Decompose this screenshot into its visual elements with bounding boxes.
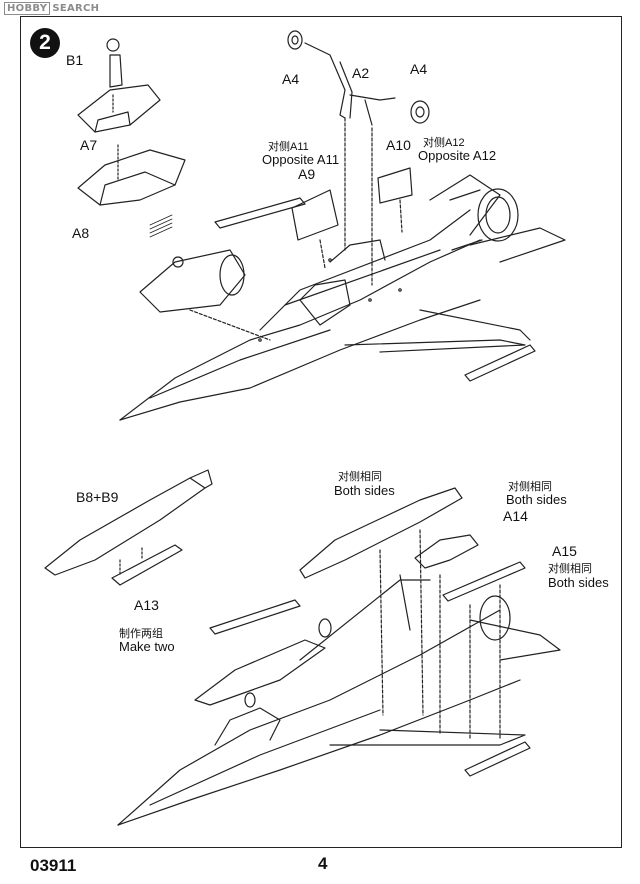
rail-a15 [442, 561, 526, 741]
fuel-tank-left-mounted [194, 599, 326, 706]
pylon-a14 [414, 534, 479, 736]
step-number-badge: 2 [30, 28, 60, 58]
label-both-sides-1-en: Both sides [334, 483, 395, 498]
canopy-part-group [77, 38, 186, 206]
label-a4-right: A4 [410, 61, 428, 77]
watermark-text: SEARCH [52, 3, 100, 14]
label-b8b9: B8+B9 [76, 489, 119, 505]
label-b1: B1 [66, 52, 84, 68]
label-both-sides-2-cn: 对侧相同 [508, 481, 552, 493]
label-a9: A9 [298, 166, 316, 182]
label-make-two-cn: 制作两组 [119, 628, 163, 640]
label-a11-cn: 对侧A11 [268, 141, 309, 153]
label-a2: A2 [352, 65, 370, 81]
label-a15: A15 [552, 543, 577, 559]
top-aircraft-drawing [119, 174, 566, 421]
fuel-tank-b8b9 [44, 469, 213, 576]
label-both-sides-1-cn: 对侧相同 [338, 471, 382, 483]
label-a14: A14 [503, 508, 528, 524]
label-a12-cn: 对侧A12 [423, 137, 465, 149]
page-frame [20, 16, 622, 848]
fuel-tank-both-sides [299, 487, 463, 716]
intake-part [139, 249, 271, 341]
label-both-sides-3-en: Both sides [548, 575, 609, 590]
label-a12-en: Opposite A12 [418, 148, 497, 163]
label-a13: A13 [134, 597, 159, 613]
pylon-a13 [111, 544, 183, 586]
bottom-aircraft-drawing [117, 574, 561, 826]
label-both-sides-3-cn: 对侧相同 [548, 563, 592, 575]
page-number: 4 [318, 854, 328, 873]
label-a11-en: Opposite A11 [262, 152, 340, 167]
label-a7: A7 [80, 137, 98, 153]
watermark-logo: HOBBY [4, 2, 51, 15]
product-code: 03911 [30, 856, 77, 875]
landing-gear-parts [287, 30, 430, 286]
label-both-sides-2-en: Both sides [506, 492, 567, 507]
label-make-two-en: Make two [119, 639, 175, 654]
label-a4-left: A4 [282, 71, 300, 87]
hatch-mark [149, 214, 173, 238]
door-panels [291, 167, 413, 269]
label-a8: A8 [72, 225, 90, 241]
label-a10: A10 [386, 137, 411, 153]
